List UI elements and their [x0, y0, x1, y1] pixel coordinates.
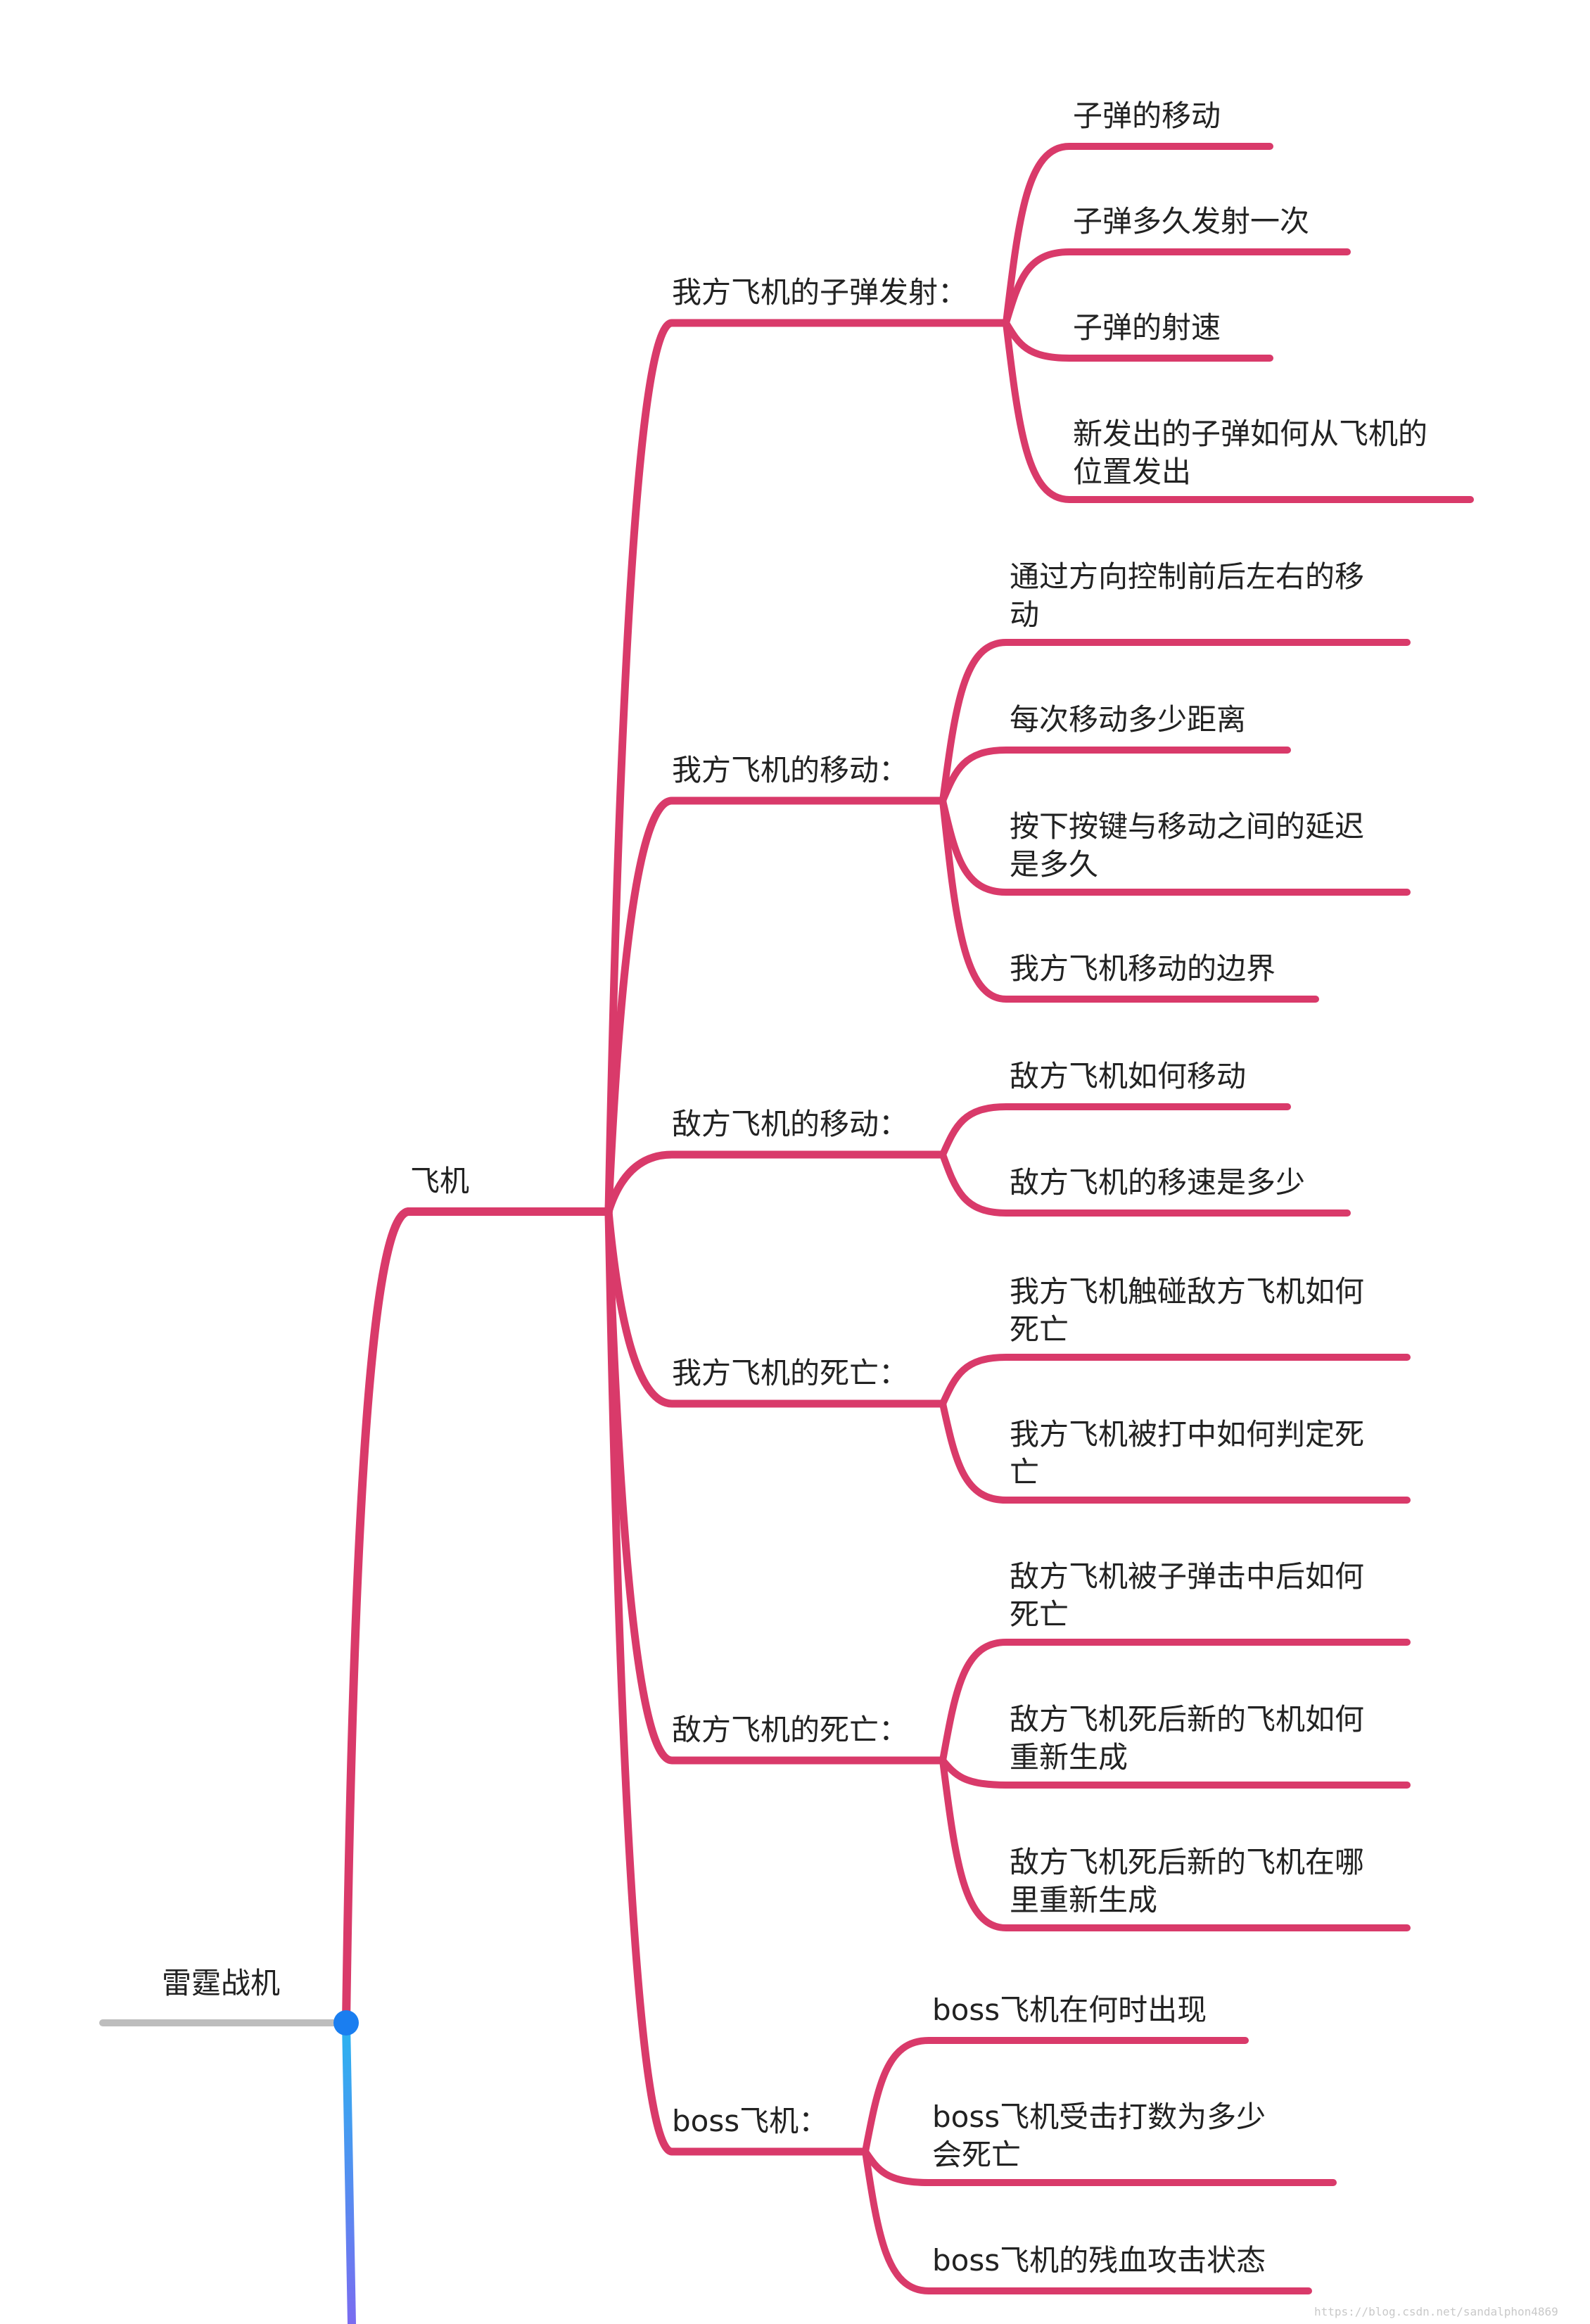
leaf-enemy-speed[interactable]: 敌方飞机的移速是多少	[1010, 1165, 1306, 1200]
lower-branch-line	[342, 2019, 356, 2324]
leaf-enemy-shot-death[interactable]: 敌方飞机被子弹击中后如何 死亡	[1010, 1559, 1365, 1632]
branch-label-player-move[interactable]: 我方飞机的移动：	[672, 753, 909, 787]
branch-line-enemy-death	[604, 1207, 947, 1765]
root-to-topic-line	[342, 1207, 613, 2027]
topic-node-label[interactable]: 飞机	[410, 1164, 470, 1198]
leaf-line-4-1	[939, 1757, 1411, 1789]
leaf-input-delay[interactable]: 按下按键与移动之间的延迟 是多久	[1010, 809, 1365, 882]
leaf-line-0-2	[1003, 319, 1273, 362]
leaf-boss-low-hp[interactable]: boss飞机的残血攻击状态	[932, 2243, 1266, 2278]
leaf-hit-death[interactable]: 我方飞机被打中如何判定死 亡	[1010, 1417, 1365, 1490]
branch-line-player-move	[604, 796, 947, 1216]
leaf-boss-hp[interactable]: boss飞机受击打数为多少 会死亡	[932, 2100, 1266, 2172]
leaf-line-5-2	[862, 2148, 1312, 2294]
leaf-line-5-0	[862, 2037, 1249, 2155]
leaf-direction-control[interactable]: 通过方向控制前后左右的移 动	[1010, 559, 1365, 632]
leaf-line-0-1	[1003, 248, 1351, 326]
leaf-bullet-origin[interactable]: 新发出的子弹如何从飞机的 位置发出	[1073, 417, 1428, 489]
leaf-bullet-interval[interactable]: 子弹多久发射一次	[1073, 204, 1310, 239]
leaf-bullet-move[interactable]: 子弹的移动	[1073, 99, 1221, 133]
leaf-line-0-0	[1003, 143, 1273, 326]
leaf-enemy-respawn-how[interactable]: 敌方飞机死后新的飞机如何 重新生成	[1010, 1702, 1365, 1774]
root-node-label[interactable]: 雷霆战机	[162, 1966, 281, 2000]
leaf-line-1-0	[939, 639, 1411, 804]
leaf-line-3-1	[939, 1400, 1411, 1504]
leaf-enemy-how-move[interactable]: 敌方飞机如何移动	[1010, 1059, 1247, 1093]
leaf-line-1-1	[939, 747, 1291, 804]
branch-label-bullet-fire[interactable]: 我方飞机的子弹发射：	[672, 275, 968, 310]
branch-label-enemy-move[interactable]: 敌方飞机的移动：	[672, 1107, 909, 1141]
leaf-move-distance[interactable]: 每次移动多少距离	[1010, 702, 1247, 737]
leaf-enemy-respawn-where[interactable]: 敌方飞机死后新的飞机在哪 里重新生成	[1010, 1845, 1365, 1917]
leaf-line-2-0	[939, 1103, 1291, 1158]
root-connector-dot[interactable]	[333, 2010, 359, 2036]
branch-label-player-death[interactable]: 我方飞机的死亡：	[672, 1356, 909, 1390]
branch-line-boss	[604, 1207, 870, 2156]
watermark: https://blog.csdn.net/sandalphon4869	[1314, 2305, 1558, 2318]
leaf-line-0-3	[1003, 319, 1474, 503]
branch-line-bullet-fire	[604, 319, 1010, 1216]
leaf-line-1-3	[939, 797, 1319, 1003]
leaf-bullet-speed[interactable]: 子弹的射速	[1073, 310, 1221, 345]
branch-line-enemy-move	[604, 1150, 947, 1216]
branch-label-boss[interactable]: boss飞机：	[672, 2104, 829, 2138]
leaf-move-boundary[interactable]: 我方飞机移动的边界	[1010, 951, 1276, 986]
leaf-line-4-2	[939, 1757, 1411, 1931]
leaf-line-3-0	[939, 1354, 1411, 1407]
node-layer	[333, 2010, 359, 2036]
leaf-collision-death[interactable]: 我方飞机触碰敌方飞机如何 死亡	[1010, 1274, 1365, 1347]
connector-layer	[99, 143, 1474, 2324]
leaf-line-2-1	[939, 1151, 1351, 1217]
leaf-line-4-0	[939, 1639, 1411, 1764]
branch-label-enemy-death[interactable]: 敌方飞机的死亡：	[672, 1713, 909, 1747]
leaf-boss-appear[interactable]: boss飞机在何时出现	[932, 1993, 1207, 2027]
